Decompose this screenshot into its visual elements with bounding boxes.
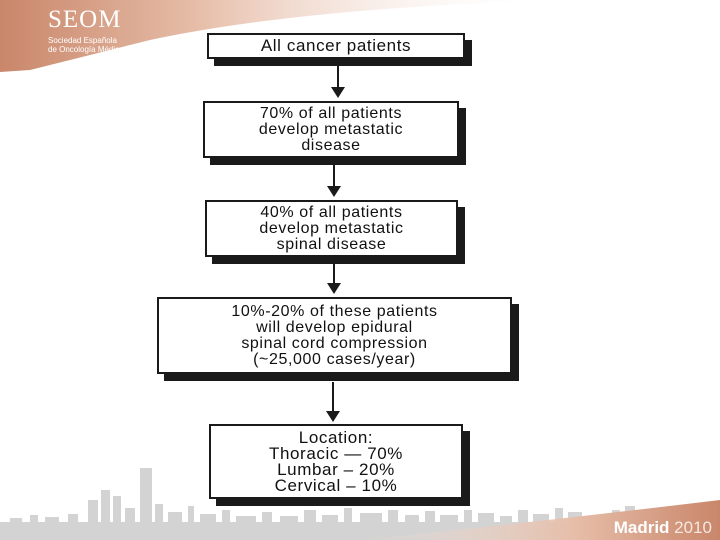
flow-arrow-1 xyxy=(331,66,345,98)
flow-box-3-line-3: spinal disease xyxy=(276,235,387,253)
header-band: SEOM Sociedad Española de Oncología Médi… xyxy=(0,0,720,75)
flow-box-all-patients: All cancer patients xyxy=(207,33,465,59)
flow-arrow-2 xyxy=(327,165,341,197)
flow-box-4-line-3: spinal cord compression xyxy=(241,334,428,352)
flow-box-4-line-2: will develop epidural xyxy=(256,318,413,336)
event-label: Madrid 2010 xyxy=(614,518,712,538)
header-wave xyxy=(0,0,560,72)
flow-box-3-line-1: 40% of all patients xyxy=(260,203,403,221)
flow-box-metastatic-disease: 70% of all patients develop metastatic d… xyxy=(203,101,459,158)
flow-box-2-line-1: 70% of all patients xyxy=(259,104,403,122)
skyline-graphic xyxy=(0,468,720,540)
logo-subtitle-line1: Sociedad Española xyxy=(48,36,117,45)
flow-box-5-line-4: Cervical – 10% xyxy=(274,475,398,495)
flow-box-3-line-2: develop metastatic xyxy=(259,219,404,237)
flow-box-5-line-3: Lumbar – 20% xyxy=(277,459,395,479)
madrid-skyline: Madrid 2010 xyxy=(0,460,720,540)
flow-box-4-line-1: 10%-20% of these patients xyxy=(231,302,438,320)
flow-box-4-line-4: (~25,000 cases/year) xyxy=(253,350,416,368)
event-year: 2010 xyxy=(674,518,712,537)
flow-box-5-line-2: Thoracic — 70% xyxy=(268,443,404,463)
flow-box-1-line-1: All cancer patients xyxy=(260,36,412,55)
logo-subtitle-line2: de Oncología Médica xyxy=(48,45,124,54)
seom-logo: SEOM Sociedad Española de Oncología Médi… xyxy=(40,4,150,70)
flow-box-spinal-disease: 40% of all patients develop metastatic s… xyxy=(205,200,458,257)
flow-box-cord-compression: 10%-20% of these patients will develop e… xyxy=(157,297,512,374)
flow-arrow-4 xyxy=(326,382,340,422)
flow-box-2-line-3: disease xyxy=(301,136,361,154)
flow-box-2-line-2: develop metastatic xyxy=(258,120,404,138)
flow-box-location: Location: Thoracic — 70% Lumbar – 20% Ce… xyxy=(209,424,463,499)
flow-box-5-line-1: Location: xyxy=(298,427,374,447)
event-city: Madrid xyxy=(613,518,670,537)
flow-arrow-3 xyxy=(327,264,341,294)
logo-name: SEOM xyxy=(48,6,122,33)
